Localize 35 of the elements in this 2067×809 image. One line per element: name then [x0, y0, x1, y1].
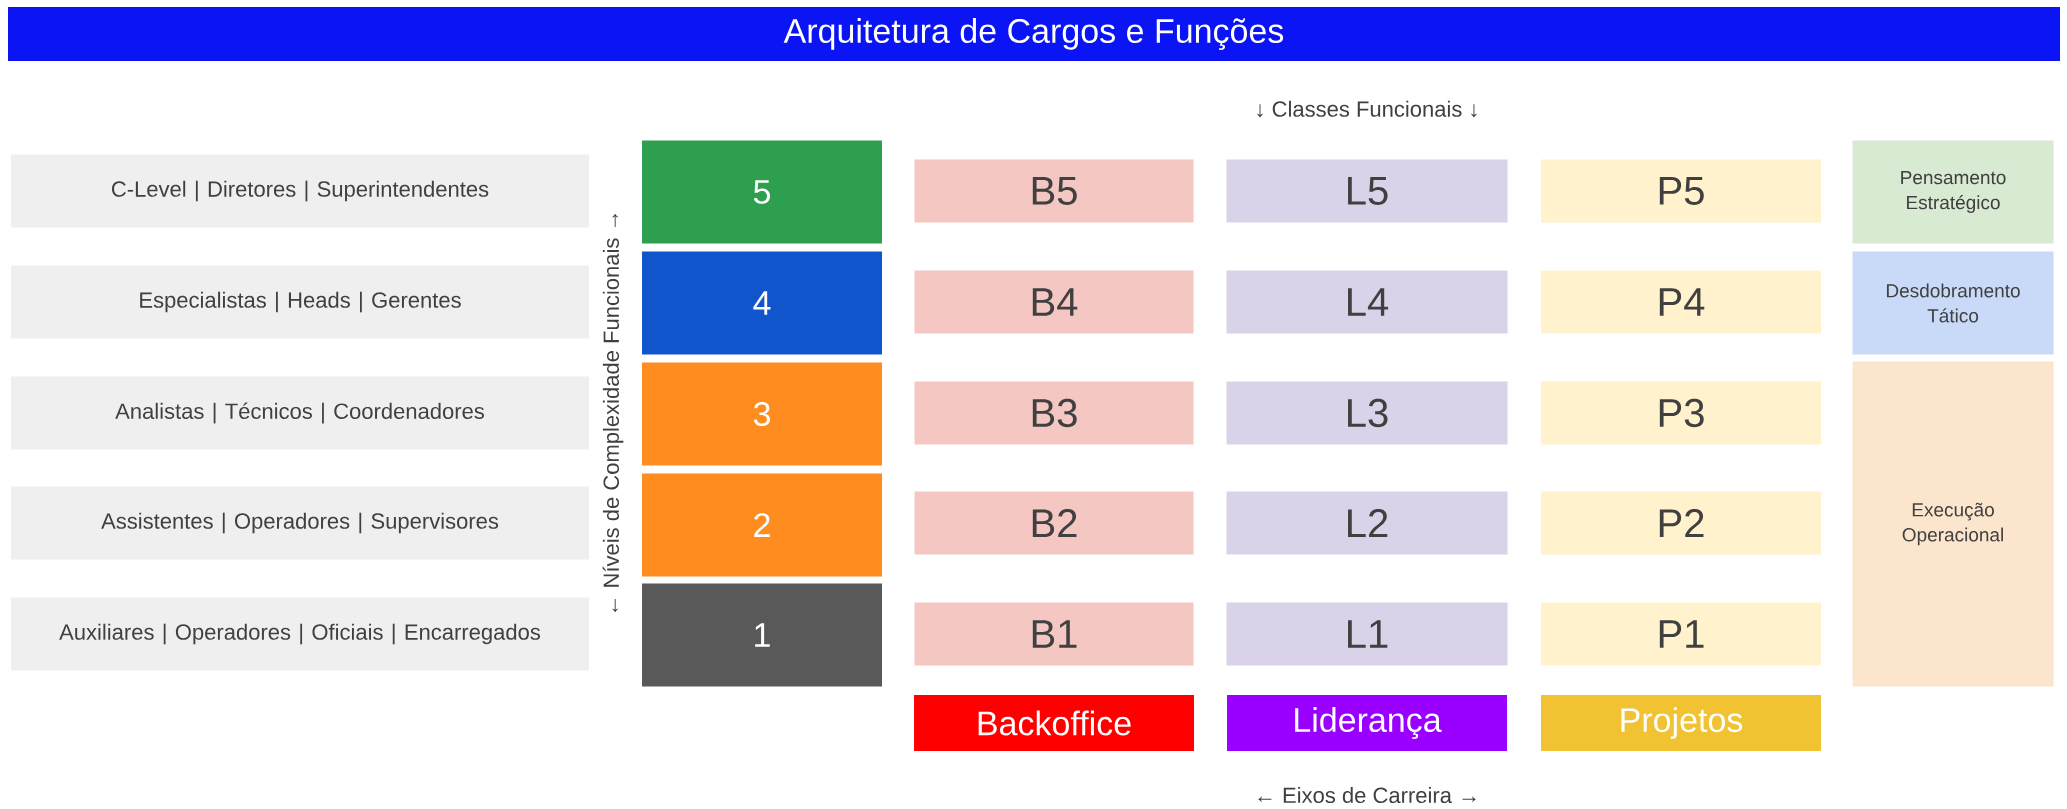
class-box: L3 [1226, 381, 1508, 445]
left-label-box: Analistas | Técnicos | Coordenadores [11, 376, 589, 450]
axis-label: ↓ Classes Funcionais ↓ [1257, 100, 1477, 118]
level-box: 2 [642, 473, 882, 577]
class-box: P2 [1541, 491, 1821, 555]
class-box: L4 [1226, 270, 1508, 334]
class-box: B1 [914, 602, 1194, 666]
left-label-box: Especialistas | Heads | Gerentes [11, 265, 589, 339]
career-axis-box: Projetos [1541, 695, 1821, 751]
axis-label: ← Eixos de Carreira → [1258, 786, 1476, 804]
class-box: P1 [1541, 602, 1821, 666]
class-box: P4 [1541, 270, 1821, 334]
left-label-box: C-Level | Diretores | Superintendentes [11, 154, 589, 228]
class-box: L5 [1226, 159, 1508, 223]
side-band: Desdobramento Tático [1852, 251, 2054, 355]
class-box: L1 [1226, 602, 1508, 666]
career-axis-box: Liderança [1227, 695, 1507, 751]
career-axis-box: Backoffice [914, 695, 1194, 751]
class-box: L2 [1226, 491, 1508, 555]
class-box: B4 [914, 270, 1194, 334]
title-bar: Arquitetura de Cargos e Funções [8, 7, 2060, 61]
side-band: Pensamento Estratégico [1852, 140, 2054, 244]
class-box: B3 [914, 381, 1194, 445]
class-box: P3 [1541, 381, 1821, 445]
left-label-box: Assistentes | Operadores | Supervisores [11, 486, 589, 560]
level-box: 1 [642, 583, 882, 687]
level-box: 4 [642, 251, 882, 355]
axis-label: ← Níveis de Complexidade Funcionais → [602, 213, 624, 613]
class-box: B5 [914, 159, 1194, 223]
level-box: 5 [642, 140, 882, 244]
left-label-box: Auxiliares | Operadores | Oficiais | Encarregados [11, 597, 589, 671]
side-band: Execução Operacional [1852, 361, 2054, 687]
class-box: B2 [914, 491, 1194, 555]
level-box: 3 [642, 362, 882, 466]
class-box: P5 [1541, 159, 1821, 223]
